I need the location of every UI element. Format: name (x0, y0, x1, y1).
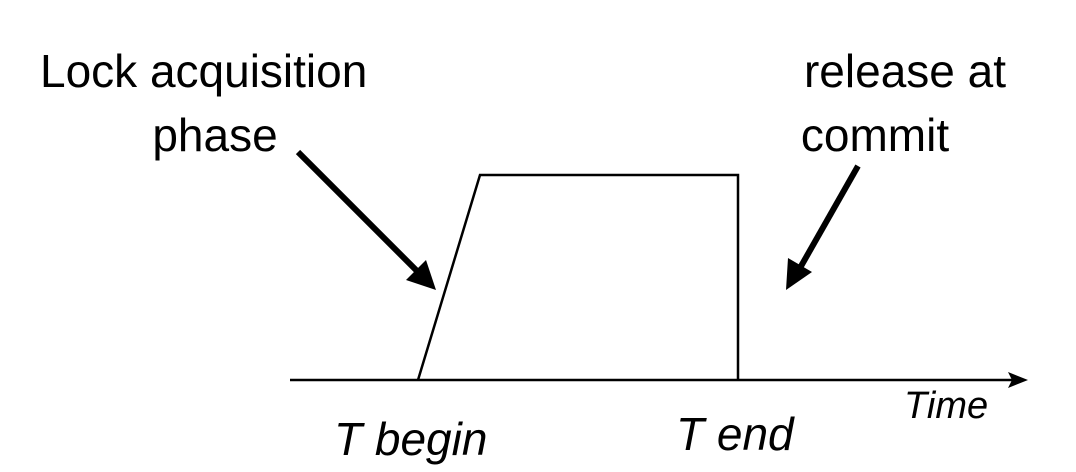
time-axis-label: Time (904, 385, 989, 427)
t-end-label: T end (676, 408, 794, 460)
time-axis-arrowhead (1008, 372, 1028, 388)
release-at-commit-label-line2: commit (800, 109, 950, 161)
release-arrow-shaft (797, 164, 861, 270)
t-begin-label: T begin (334, 413, 488, 465)
release-arrowhead (786, 258, 812, 290)
acquisition-arrowhead (406, 260, 436, 290)
lock-count-curve (416, 173, 740, 381)
release-at-commit-label-line1: release at (803, 45, 1006, 97)
acquisition-arrow-shaft (295, 149, 423, 277)
lock-acquisition-label-line2: phase (152, 109, 278, 161)
lock-acquisition-label-line1: Lock acquisition (40, 45, 368, 97)
